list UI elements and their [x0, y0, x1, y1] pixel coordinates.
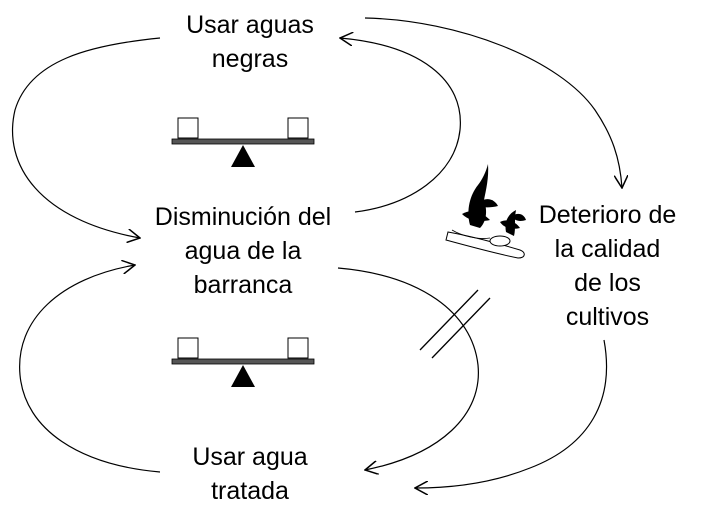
- delay-mark-1: [419, 289, 479, 351]
- link-tratada-to-disminucion: [19, 265, 161, 473]
- scale-box-left: [177, 337, 199, 359]
- node-line: tratada: [211, 477, 289, 505]
- link-negras-to-disminucion: [11, 37, 161, 238]
- link-deterioro-to-tratada: [415, 339, 608, 488]
- node-line: Usar agua: [192, 443, 308, 471]
- node-line: negras: [211, 45, 289, 73]
- node-line: agua de la: [184, 237, 302, 265]
- scale-beam: [171, 138, 315, 145]
- link-disminucion-to-tratada: [337, 267, 479, 470]
- node-usar-agua-tratada: Usar agua tratada: [140, 440, 360, 508]
- node-deterioro-calidad: Deterioro de la calidad de los cultivos: [520, 198, 695, 334]
- node-line: de los: [574, 269, 641, 297]
- scale-box-right: [287, 337, 309, 359]
- balance-scale-icon: [171, 337, 315, 387]
- scale-beam: [171, 358, 315, 365]
- node-disminucion-agua: Disminución del agua de la barranca: [118, 200, 368, 302]
- balance-scale-icon: [171, 117, 315, 167]
- node-line: barranca: [193, 271, 293, 299]
- node-line: Disminución del: [154, 203, 332, 231]
- node-line: cultivos: [565, 303, 650, 331]
- scale-box-left: [177, 117, 199, 139]
- link-disminucion-to-negras: [340, 38, 461, 213]
- wilted-crop-icon: [445, 164, 526, 259]
- delay-mark-2: [431, 297, 491, 359]
- node-usar-aguas-negras: Usar aguas negras: [140, 8, 360, 76]
- scale-fulcrum: [231, 365, 255, 387]
- link-negras-to-deterioro: [364, 17, 622, 188]
- node-line: Deterioro de: [538, 201, 677, 229]
- node-line: la calidad: [554, 235, 661, 263]
- node-line: Usar aguas: [186, 11, 314, 39]
- scale-box-right: [287, 117, 309, 139]
- scale-fulcrum: [231, 145, 255, 167]
